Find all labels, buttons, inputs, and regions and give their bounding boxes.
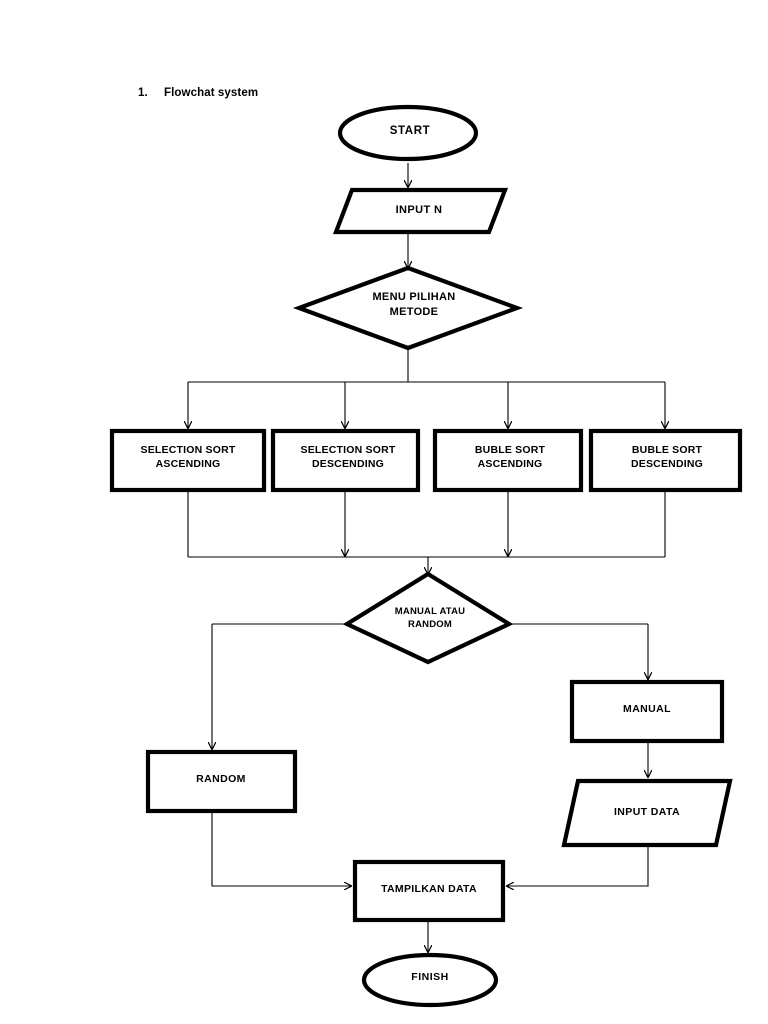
page-title: 1. Flowchat system xyxy=(138,87,258,99)
edge-random-to-tampilkan xyxy=(211,811,351,886)
node-start[interactable] xyxy=(337,104,479,162)
heading-text: Flowchat system xyxy=(164,87,259,99)
connector-group xyxy=(188,163,665,952)
node-buble-sort-descending[interactable] xyxy=(588,428,743,493)
node-finish[interactable] xyxy=(361,952,499,1008)
node-manual[interactable] xyxy=(569,679,725,744)
node-menu-pilihan-metode[interactable] xyxy=(292,265,524,351)
connector-bus-group xyxy=(187,348,666,625)
node-selection-sort-ascending[interactable] xyxy=(109,428,267,493)
node-buble-sort-ascending[interactable] xyxy=(432,428,584,493)
heading-number: 1. xyxy=(138,87,148,99)
node-tampilkan-data[interactable] xyxy=(352,859,506,923)
node-input-n[interactable] xyxy=(332,187,509,235)
node-random[interactable] xyxy=(145,749,298,814)
node-selection-sort-descending[interactable] xyxy=(270,428,421,493)
node-input-data[interactable] xyxy=(561,778,733,848)
edge-input-data-to-tampilkan xyxy=(507,846,649,886)
node-manual-atau-random[interactable] xyxy=(342,571,514,665)
